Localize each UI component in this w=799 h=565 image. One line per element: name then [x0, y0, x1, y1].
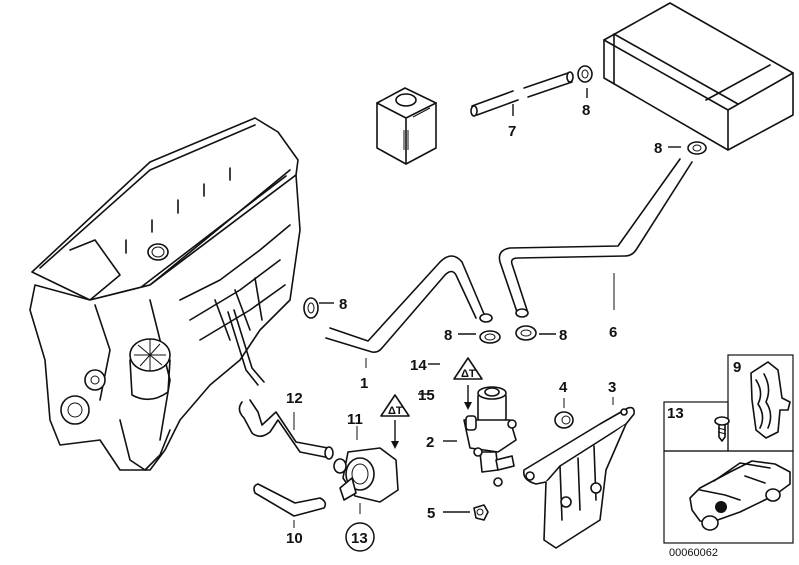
hose-7	[470, 71, 574, 117]
hose-1	[325, 255, 493, 353]
callout-6: 6	[609, 324, 617, 341]
bracket-3	[522, 406, 635, 549]
callout-1: 1	[360, 375, 368, 392]
callout-10: 10	[286, 530, 303, 547]
callout-3: 3	[608, 379, 616, 396]
warning-symbol-text: ΔT	[461, 368, 476, 380]
callout-11: 11	[347, 411, 363, 428]
warning-symbol-text-15: ΔT	[388, 405, 403, 417]
callout-13-circle	[345, 522, 375, 552]
nut-5	[473, 504, 489, 521]
callout-8-hose1: 8	[444, 327, 452, 344]
hose-6	[498, 158, 693, 318]
leader-lines	[293, 88, 681, 528]
callout-4: 4	[559, 379, 568, 396]
callout-14: 14	[410, 357, 427, 374]
callout-13-circled: 13	[351, 530, 368, 547]
aux-water-pump-11	[333, 447, 399, 503]
callout-7: 7	[508, 123, 516, 140]
callout-8-hose6: 8	[559, 327, 567, 344]
callout-8-engine: 8	[339, 296, 347, 313]
hose-12	[238, 399, 334, 460]
warning-label-14: ΔT	[453, 357, 483, 380]
callout-12: 12	[286, 390, 303, 407]
warning-label-15: ΔT	[380, 394, 410, 417]
hose-10	[253, 483, 327, 517]
engine-block	[29, 117, 301, 471]
image-code: 00060062	[669, 547, 718, 559]
callouts: 7 8 8 8 8 8 6 1 14 15 2 4 3 5 12 11 10 1…	[286, 102, 741, 559]
callout-5: 5	[427, 505, 435, 522]
heater-valve-2	[463, 386, 517, 487]
callout-15: 15	[418, 387, 435, 404]
expansion-tank	[376, 87, 437, 165]
callout-2: 2	[426, 434, 434, 451]
callout-9: 9	[733, 359, 741, 376]
callout-8-top: 8	[582, 102, 590, 119]
callout-8-heater: 8	[654, 140, 662, 157]
grommet-4	[554, 411, 574, 429]
inset-panels	[663, 354, 794, 544]
heater-core	[603, 2, 794, 151]
hose-clamp-8	[303, 65, 707, 344]
callout-13-box: 13	[667, 405, 684, 422]
